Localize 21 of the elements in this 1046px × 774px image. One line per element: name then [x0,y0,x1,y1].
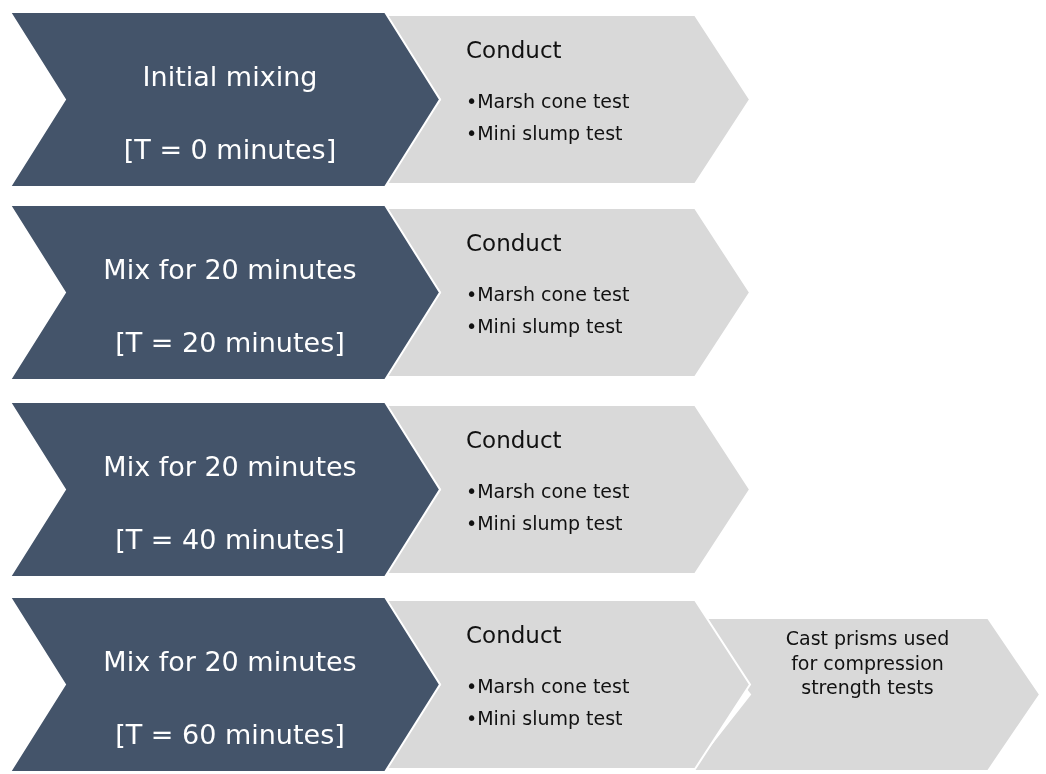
test-item: •Marsh cone test [466,90,630,112]
step-title: Mix for 20 minutes [102,644,358,679]
test-item: •Marsh cone test [466,480,630,502]
step-heading: Conduct [466,427,562,453]
time-label: [T = 0 minutes] [122,133,338,167]
step-description: Cast prisms used for compression strength tests [784,626,951,701]
test-item: •Marsh cone test [466,675,630,697]
time-label: [T = 20 minutes] [114,326,346,360]
test-item: •Mini slump test [466,512,623,534]
test-item: •Mini slump test [466,315,623,337]
step-title: Initial mixing [141,59,319,94]
test-item: •Mini slump test [466,707,623,729]
test-item: •Mini slump test [466,122,623,144]
step-title: Mix for 20 minutes [102,449,358,484]
step-heading: Conduct [466,37,562,63]
test-item: •Marsh cone test [466,283,630,305]
step-heading: Conduct [466,622,562,648]
time-label: [T = 40 minutes] [114,523,346,557]
step-heading: Conduct [466,230,562,256]
time-label: [T = 60 minutes] [114,718,346,752]
step-title: Mix for 20 minutes [102,252,358,287]
